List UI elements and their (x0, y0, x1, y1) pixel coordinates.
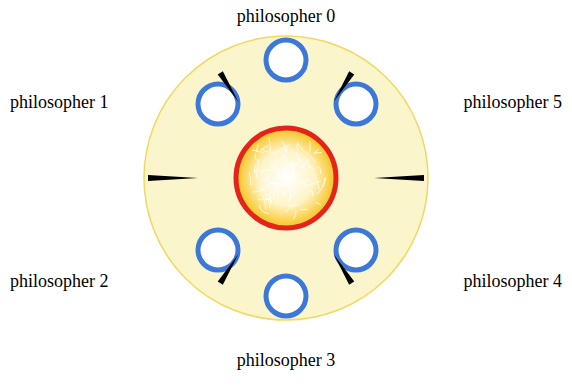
noodle (262, 167, 276, 171)
noodle (307, 133, 310, 152)
noodle (293, 181, 305, 186)
noodle (283, 163, 297, 177)
philosopher-label: philosopher 3 (237, 350, 336, 370)
noodle (249, 172, 251, 185)
plate (266, 40, 306, 80)
noodle (317, 177, 325, 194)
philosopher-label: philosopher 5 (464, 92, 563, 112)
noodle (318, 167, 321, 174)
noodle (259, 205, 268, 214)
chopsticks (148, 71, 424, 284)
noodle (287, 205, 299, 206)
chopstick (218, 254, 239, 284)
noodle (298, 144, 307, 154)
philosopher-label: philosopher 4 (464, 271, 563, 291)
noodle (309, 190, 314, 196)
noodle (270, 157, 284, 167)
philosopher-label: philosopher 2 (10, 271, 109, 291)
noodle (304, 181, 321, 188)
plate (336, 230, 376, 270)
noodle (264, 172, 271, 183)
noodle (267, 132, 270, 150)
philosopher-label: philosopher 1 (10, 92, 109, 112)
table (144, 36, 428, 320)
noodle (256, 159, 259, 178)
noodle (315, 202, 326, 213)
noodle (283, 160, 294, 171)
noodle (265, 197, 272, 203)
noodle (314, 141, 328, 153)
noodle (300, 181, 307, 185)
noodle (291, 190, 294, 197)
chopstick (148, 175, 198, 181)
noodle (294, 211, 296, 220)
noodle (267, 180, 273, 182)
noodle (261, 194, 266, 210)
spaghetti-bowl (236, 128, 336, 228)
noodle (281, 141, 285, 150)
noodle (252, 150, 264, 153)
noodle (261, 146, 269, 150)
noodle (275, 187, 286, 197)
noodle (297, 142, 299, 150)
noodle (286, 148, 288, 154)
noodle (300, 161, 314, 170)
noodle (306, 179, 311, 182)
noodle (282, 152, 286, 162)
noodle (256, 133, 259, 152)
noodle (314, 152, 333, 154)
noodle (289, 188, 291, 203)
noodle (291, 162, 306, 168)
noodle (265, 194, 274, 198)
noodle (254, 170, 262, 172)
spaghetti (249, 132, 333, 219)
noodle (252, 188, 269, 192)
chopstick (334, 254, 355, 284)
noodle (255, 154, 258, 161)
noodle (258, 199, 271, 200)
noodle (300, 209, 308, 211)
plates (198, 40, 376, 316)
philosopher-label: philosopher 0 (237, 6, 336, 26)
chopstick (218, 71, 239, 101)
chopstick (334, 71, 355, 101)
noodle (276, 171, 290, 175)
chopstick (374, 175, 424, 181)
plate (266, 276, 306, 316)
noodle (275, 185, 289, 188)
